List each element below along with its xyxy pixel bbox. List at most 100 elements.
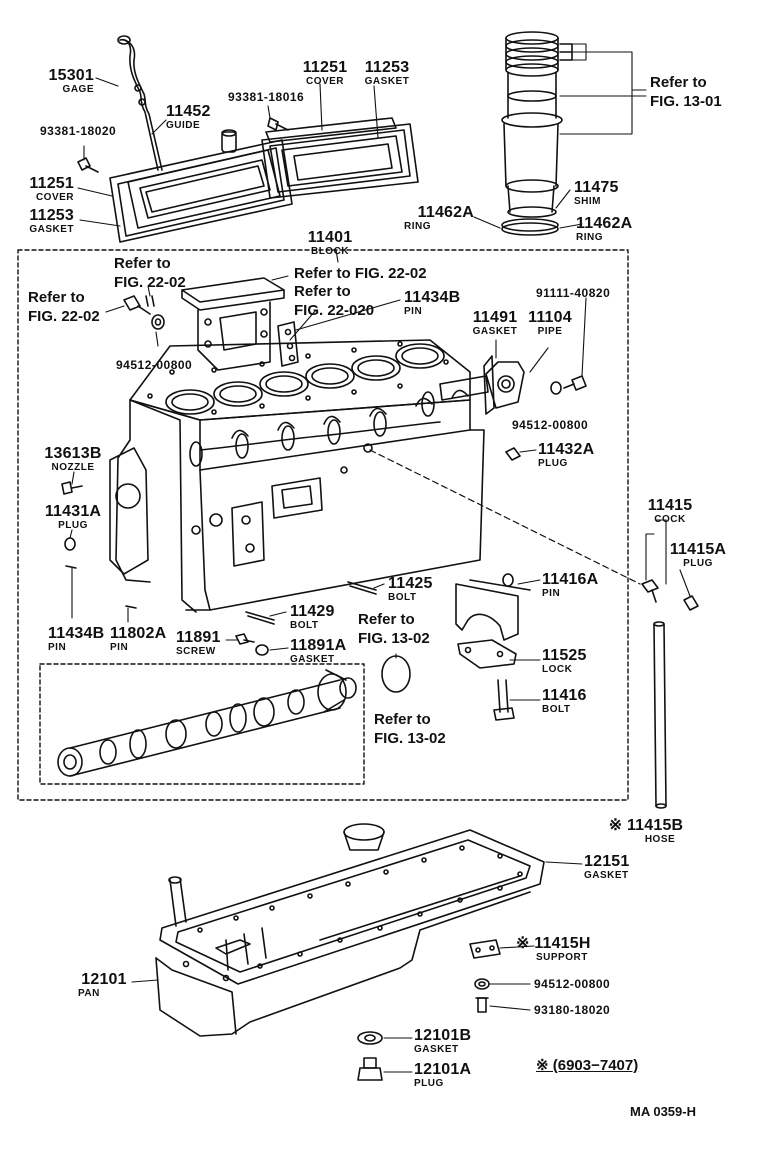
part-number: 11434B (48, 625, 105, 642)
label-11525-lock: 11525 LOCK (542, 648, 587, 675)
engine-mount-bracket-drawing (181, 277, 299, 371)
ref-fig-13-02-b[interactable]: Refer to FIG. 13-02 (374, 711, 446, 747)
part-number: 11416A (542, 571, 599, 588)
oil-pan-gasket-drawing (159, 829, 545, 985)
oil-pan-drawing (155, 823, 531, 1037)
part-number: 12101A (414, 1061, 472, 1078)
ref-fig-13-01[interactable]: Refer to FIG. 13-01 (650, 74, 722, 110)
label-11251-cover-top: 11251 COVER (302, 60, 348, 87)
part-name: PIN (110, 642, 129, 653)
label-11434b-pin-bottom: 11434B PIN (48, 626, 104, 653)
label-11434b-pin-top: 11434B PIN (404, 290, 460, 317)
part-name: HOSE (644, 834, 676, 845)
side-cover-right-drawing (261, 117, 419, 199)
part-number: 93180-18020 (534, 1003, 611, 1017)
label-93180-18020: 93180-18020 (534, 1003, 610, 1016)
label-11491-gasket: 11491 GASKET (468, 310, 522, 337)
label-94512-00800-mid: 94512-00800 (512, 418, 588, 431)
label-11432a-plug: 11432A PLUG (538, 442, 594, 469)
part-number: 11253 (364, 59, 410, 76)
part-name: PLUG (58, 520, 88, 531)
part-name: BOLT (388, 592, 417, 603)
part-name: GASKET (472, 326, 518, 337)
leader-lines (69, 43, 691, 1073)
part-name: PLUG (538, 458, 568, 469)
part-name: SUPPORT (536, 952, 588, 963)
part-name: PIN (48, 642, 67, 653)
camshaft-drawing (57, 669, 357, 777)
part-number: 11452 (166, 103, 211, 120)
drain-cock-hose-drawing (641, 579, 699, 809)
label-94512-00800-bottom: 94512-00800 (534, 977, 610, 990)
engine-block-drawing (109, 339, 489, 613)
ref-fig-22-02-c[interactable]: Refer to FIG. 22-020 (294, 283, 375, 319)
label-11431a-plug: 11431A PLUG (40, 504, 106, 531)
part-name: GAGE (62, 84, 94, 95)
ref-fig-22-02-a[interactable]: Refer to FIG. 22-02 (114, 255, 186, 291)
part-number: 11432A (538, 441, 595, 458)
figure-code: MA 0359-H (630, 1104, 696, 1119)
label-11251-cover-left: 11251 COVER (18, 176, 74, 203)
label-11415h-support: ※ 11415H SUPPORT (516, 936, 591, 963)
label-11891a-gasket: 11891A GASKET (290, 638, 346, 665)
label-11425-bolt: 11425 BOLT (388, 576, 433, 603)
label-11462a-ring-left: 11462A RING (404, 205, 474, 232)
model-range-note: ※ (6903−7407) (536, 1057, 639, 1074)
part-number: 94512-00800 (534, 977, 611, 991)
part-number: 11891 (176, 629, 221, 646)
ref-fig-13-02-a[interactable]: Refer to FIG. 13-02 (358, 611, 430, 647)
part-number: 12101B (414, 1027, 472, 1044)
part-name: BOLT (542, 704, 571, 715)
label-91111-40820: 91111-40820 (536, 286, 610, 299)
label-94512-00800-top: 94512-00800 (116, 358, 192, 371)
label-13613b-nozzle: 13613B NOZZLE (42, 446, 104, 473)
ref-fig-22-02-d[interactable]: Refer to FIG. 22-02 (28, 289, 100, 325)
part-number: 11401 (307, 229, 353, 246)
cock-locator-dashed-line (369, 449, 641, 585)
label-93381-18020: 93381-18020 (40, 124, 116, 137)
part-number: 13613B (44, 445, 102, 462)
label-11253-gasket-left: 11253 GASKET (14, 208, 74, 235)
block-group-outline (17, 249, 629, 801)
part-number: 11415A (669, 541, 727, 558)
label-11253-gasket-top: 11253 GASKET (360, 60, 414, 87)
part-number: 11431A (44, 503, 102, 520)
part-number: 91111-40820 (536, 286, 611, 300)
part-number: ※ 11415H (516, 935, 591, 952)
part-name: PIN (542, 588, 561, 599)
part-number: 93381-18020 (40, 124, 117, 138)
camshaft-group-outline (39, 663, 365, 785)
label-11415a-plug: 11415A PLUG (664, 542, 732, 569)
part-name: PIN (404, 306, 423, 317)
part-number: 11462A (417, 204, 474, 221)
part-number: 11253 (29, 207, 74, 224)
label-12101b-gasket: 12101B GASKET (414, 1028, 471, 1055)
part-number: 11491 (472, 309, 518, 326)
label-11104-pipe: 11104 PIPE (526, 310, 574, 337)
part-name: GUIDE (166, 120, 201, 131)
part-number: 93381-18016 (228, 90, 305, 104)
part-name: SHIM (574, 196, 601, 207)
part-name: RING (404, 221, 431, 232)
label-93381-18016: 93381-18016 (228, 90, 304, 103)
label-11475-shim: 11475 SHIM (574, 180, 619, 207)
part-number: 12101 (81, 971, 127, 988)
part-name: PLUG (683, 558, 713, 569)
label-11415-cock: 11415 COCK (644, 498, 696, 525)
part-number: 12151 (584, 853, 630, 870)
part-name: GASKET (584, 870, 629, 881)
part-name: GASKET (290, 654, 335, 665)
label-11802a-pin: 11802A PIN (110, 626, 166, 653)
ref-fig-22-02-b[interactable]: Refer to FIG. 22-02 (294, 265, 427, 282)
part-number: 11475 (574, 179, 619, 196)
part-name: SCREW (176, 646, 216, 657)
label-11452-guide: 11452 GUIDE (166, 104, 211, 131)
part-number: 11525 (542, 647, 587, 664)
small-parts-left-drawing (61, 447, 521, 609)
part-number: 15301 (48, 67, 94, 84)
part-number: ※ 11415B (608, 817, 684, 834)
part-name: COCK (654, 514, 686, 525)
block-bolts-drawing (235, 581, 377, 656)
part-number: 11251 (29, 175, 74, 192)
